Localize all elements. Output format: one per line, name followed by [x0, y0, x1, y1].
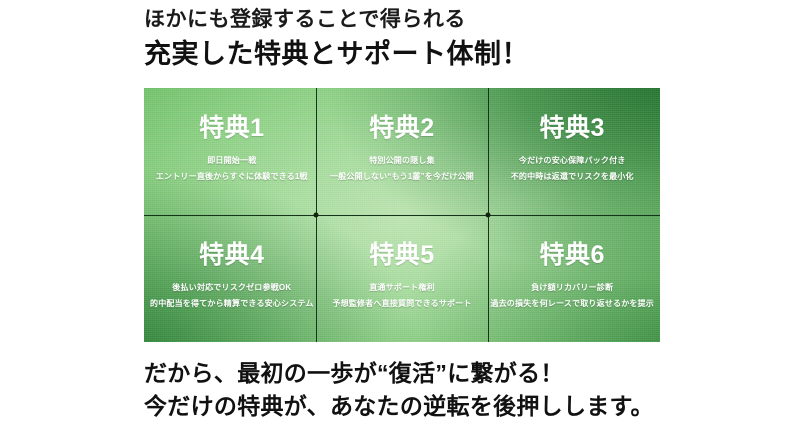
- benefit-headline: 即日開始一戦: [207, 156, 257, 165]
- benefit-headline: 特別公開の隠し集: [369, 156, 435, 165]
- benefit-cell-1: 特典1 即日開始一戦 エントリー直後からすぐに体験できる1戦: [144, 88, 320, 215]
- benefit-cell-6: 特典6 負け額リカバリー診断 過去の損失を何レースで取り返せるかを提示: [484, 215, 660, 342]
- benefit-title: 特典6: [539, 241, 605, 269]
- benefit-description: 的中配当を得てから精算できる安心システム: [150, 299, 314, 308]
- benefit-headline: 後払い対応でリスクゼロ参戦OK: [172, 283, 292, 292]
- benefit-description: 過去の損失を何レースで取り返せるかを提示: [490, 299, 654, 308]
- benefit-cell-5: 特典5 直通サポート権利 予想監修者へ直接質問できるサポート: [320, 215, 485, 342]
- benefit-headline: 今だけの安心保障パック付き: [518, 156, 626, 165]
- benefit-headline: 直通サポート権利: [369, 283, 435, 292]
- footer-block: だから、最初の一歩が“復活”に繋がる！ 今だけの特典が、あなたの逆転を後押ししま…: [144, 357, 784, 422]
- headline-block: ほかにも登録することで得られる 充実した特典とサポート体制！: [144, 6, 764, 73]
- benefit-cell-2: 特典2 特別公開の隠し集 一般公開しない“もう1叢”を今だけ公開: [320, 88, 485, 215]
- benefit-cell-4: 特典4 後払い対応でリスクゼロ参戦OK 的中配当を得てから精算できる安心システム: [144, 215, 320, 342]
- headline-title: 充実した特典とサポート体制！: [144, 39, 529, 70]
- benefits-grid: 特典1 即日開始一戦 エントリー直後からすぐに体験できる1戦 特典2 特別公開の…: [144, 88, 660, 342]
- benefit-description: 予想監修者へ直接質問できるサポート: [332, 299, 472, 308]
- footer-line-2: 今だけの特典が、あなたの逆転を後押しします。: [144, 392, 654, 419]
- benefit-title: 特典4: [199, 241, 265, 269]
- benefit-cell-3: 特典3 今だけの安心保障パック付き 不的中時は返還でリスクを最小化: [484, 88, 660, 215]
- benefit-title: 特典5: [369, 241, 435, 269]
- benefit-description: 不的中時は返還でリスクを最小化: [510, 172, 634, 181]
- benefit-description: エントリー直後からすぐに体験できる1戦: [155, 172, 308, 181]
- footer-line-1: だから、最初の一歩が“復活”に繋がる！: [144, 360, 564, 386]
- benefit-title: 特典2: [369, 114, 435, 142]
- benefit-title: 特典3: [539, 114, 605, 142]
- benefit-description: 一般公開しない“もう1叢”を今だけ公開: [329, 172, 474, 181]
- benefit-title: 特典1: [199, 114, 265, 142]
- headline-subtitle: ほかにも登録することで得られる: [144, 8, 466, 31]
- benefit-headline: 負け額リカバリー診断: [531, 283, 614, 292]
